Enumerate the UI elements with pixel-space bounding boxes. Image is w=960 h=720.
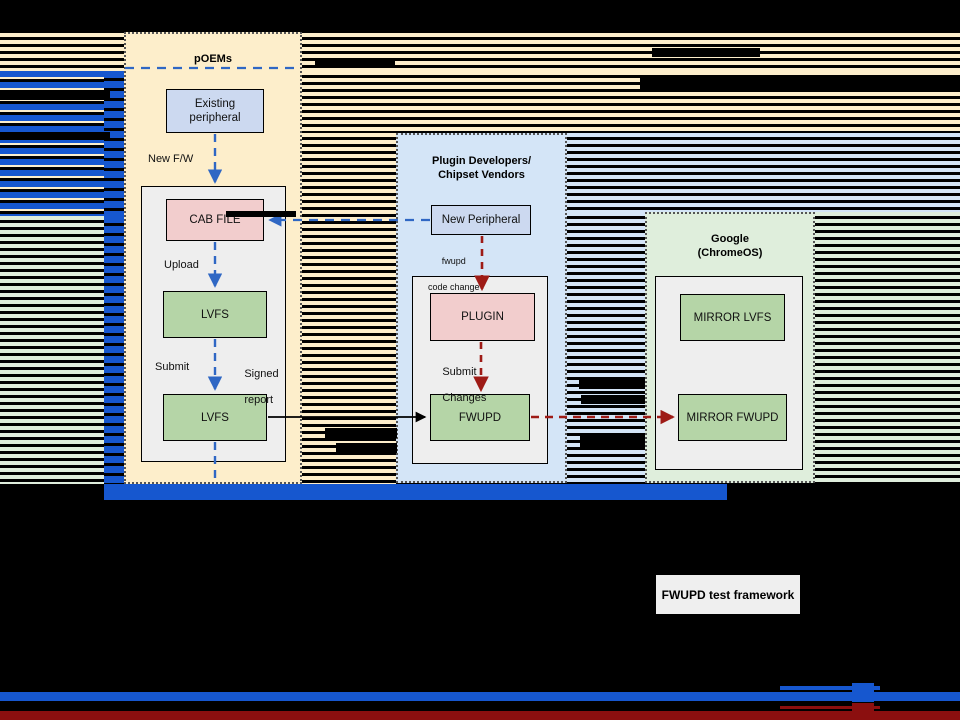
fwupd-test-framework-box[interactable]: FWUPD test framework [656,575,800,614]
node-new-peripheral[interactable]: New Peripheral [431,205,531,235]
label-signed-report: Signed report [226,355,279,420]
label-fwupd-code-change-line1: fwupd [441,256,466,266]
node-mirror-lvfs-label: MIRROR LVFS [693,311,772,324]
node-fwupd-label: FWUPD [458,411,502,424]
label-new-fw: New F/W [148,153,194,165]
label-submit-changes: Submit Changes [424,353,486,418]
panel-plugin-title-line2: Chipset Vendors [438,169,525,181]
panel-plugin-title-line1: Plugin Developers/ [431,155,532,167]
label-fwupd-code-change-line2: code change [428,282,480,292]
node-cab-file-label: CAB FILE [189,214,241,226]
panel-google-title-line1: Google [711,233,749,245]
node-new-peripheral-label: New Peripheral [441,214,521,226]
panel-plugin-developers-title: Plugin Developers/ Chipset Vendors [398,154,565,182]
node-mirror-fwupd-label: MIRROR FWUPD [686,411,779,424]
node-lvfs-upload[interactable]: LVFS [163,291,267,338]
panel-poems-title: pOEMs [194,53,232,65]
label-signed-report-line1: Signed [244,368,279,380]
fwupd-test-framework-label: FWUPD test framework [661,587,795,602]
label-submit-changes-line2: Changes [442,392,487,404]
label-submit-changes-line1: Submit [442,366,477,378]
node-plugin[interactable]: PLUGIN [430,293,535,341]
node-existing-peripheral-line1: Existing [194,98,236,110]
node-mirror-lvfs[interactable]: MIRROR LVFS [680,294,785,341]
node-cab-file[interactable]: CAB FILE [166,199,264,241]
panel-google-title: Google (ChromeOS) [647,232,813,260]
label-submit: Submit [155,361,190,373]
node-lvfs-upload-label: LVFS [201,308,229,321]
node-fwupd[interactable]: FWUPD [430,394,530,441]
node-existing-peripheral[interactable]: Existing peripheral [166,89,264,133]
node-lvfs-submit-label: LVFS [201,411,229,424]
node-existing-peripheral-line2: peripheral [189,112,241,124]
node-plugin-label: PLUGIN [461,311,504,323]
label-signed-report-line2: report [244,394,274,406]
panel-google-title-line2: (ChromeOS) [697,247,763,259]
node-lvfs-submit[interactable]: LVFS [163,394,267,441]
label-upload: Upload [164,259,199,271]
node-mirror-fwupd[interactable]: MIRROR FWUPD [678,394,787,441]
label-fwupd-code-change: fwupd code change [413,242,480,307]
